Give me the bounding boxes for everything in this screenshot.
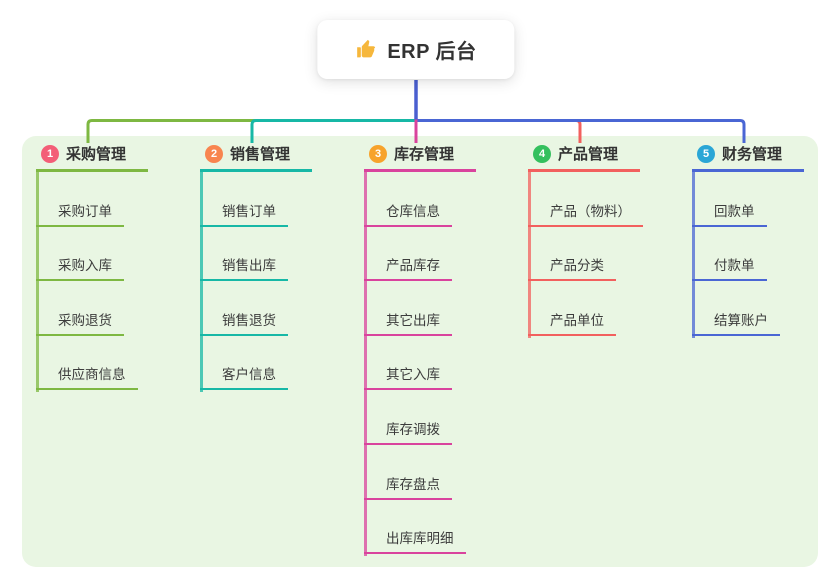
child-node[interactable]: 回款单: [692, 172, 767, 227]
branch-label: 销售管理: [230, 146, 291, 163]
branch-trunk-line: [364, 172, 367, 557]
child-label: 库存盘点: [386, 476, 440, 492]
child-label: 产品库存: [386, 258, 440, 274]
branch-children: 产品（物料） 产品分类 产品单位: [528, 172, 643, 336]
branch-label: 采购管理: [66, 146, 127, 163]
child-label: 采购订单: [58, 203, 112, 219]
child-node[interactable]: 库存盘点: [364, 445, 452, 500]
branch-trunk-line: [36, 172, 39, 393]
child-node[interactable]: 销售订单: [200, 172, 288, 227]
child-label: 客户信息: [222, 367, 276, 383]
branch-label: 库存管理: [394, 146, 455, 163]
branch-label: 产品管理: [558, 146, 619, 163]
branch-header[interactable]: 4 产品管理: [528, 144, 641, 172]
branch-children: 采购订单 采购入库 采购退货 供应商信息: [36, 172, 138, 391]
branch-badge: 5: [697, 144, 715, 163]
child-label: 采购入库: [58, 258, 112, 274]
branch-header[interactable]: 5 财务管理: [692, 144, 805, 172]
child-node[interactable]: 供应商信息: [36, 336, 138, 391]
child-label: 销售出库: [222, 258, 276, 274]
child-label: 产品单位: [550, 312, 604, 328]
child-node[interactable]: 其它入库: [364, 336, 452, 391]
child-node[interactable]: 采购订单: [36, 172, 124, 227]
branch-children: 销售订单 销售出库 销售退货 客户信息: [200, 172, 288, 391]
child-label: 回款单: [714, 203, 755, 219]
child-label: 产品（物料）: [550, 203, 631, 219]
branches-panel: [22, 136, 818, 567]
branch-column-3: 3 库存管理 仓库信息 产品库存 其它出库 其它入库 库存调拨 库存盘点 出库库…: [364, 144, 477, 557]
child-label: 库存调拨: [386, 421, 440, 437]
child-node[interactable]: 库存调拨: [364, 390, 452, 445]
branch-children: 仓库信息 产品库存 其它出库 其它入库 库存调拨 库存盘点 出库库明细: [364, 172, 466, 555]
child-label: 供应商信息: [58, 367, 126, 383]
child-node[interactable]: 仓库信息: [364, 172, 452, 227]
child-node[interactable]: 结算账户: [692, 281, 780, 336]
child-label: 销售退货: [222, 312, 276, 328]
child-node[interactable]: 销售退货: [200, 281, 288, 336]
child-node[interactable]: 其它出库: [364, 281, 452, 336]
branch-trunk-line: [200, 172, 203, 393]
branch-badge: 2: [205, 144, 223, 163]
branch-column-4: 4 产品管理 产品（物料） 产品分类 产品单位: [528, 144, 643, 338]
branch-header[interactable]: 1 采购管理: [36, 144, 149, 172]
child-node[interactable]: 销售出库: [200, 227, 288, 282]
child-label: 结算账户: [714, 312, 768, 328]
child-node[interactable]: 采购退货: [36, 281, 124, 336]
child-node[interactable]: 出库库明细: [364, 500, 466, 555]
branch-header[interactable]: 2 销售管理: [200, 144, 313, 172]
root-title: ERP 后台: [387, 41, 477, 63]
child-node[interactable]: 客户信息: [200, 336, 288, 391]
child-label: 付款单: [714, 258, 755, 274]
child-label: 仓库信息: [386, 203, 440, 219]
child-node[interactable]: 采购入库: [36, 227, 124, 282]
child-node[interactable]: 付款单: [692, 227, 767, 282]
thumbs-up-icon: [355, 39, 377, 61]
branch-column-5: 5 财务管理 回款单 付款单 结算账户: [692, 144, 805, 338]
branch-trunk-line: [692, 172, 695, 338]
branch-badge: 4: [533, 144, 551, 163]
child-label: 其它出库: [386, 312, 440, 328]
child-label: 产品分类: [550, 258, 604, 274]
branch-header[interactable]: 3 库存管理: [364, 144, 477, 172]
child-label: 其它入库: [386, 367, 440, 383]
child-label: 采购退货: [58, 312, 112, 328]
child-node[interactable]: 产品库存: [364, 227, 452, 282]
child-label: 销售订单: [222, 203, 276, 219]
branch-badge: 3: [369, 144, 387, 163]
branch-label: 财务管理: [722, 146, 783, 163]
branch-column-1: 1 采购管理 采购订单 采购入库 采购退货 供应商信息: [36, 144, 149, 393]
branch-trunk-line: [528, 172, 531, 338]
root-node[interactable]: ERP 后台: [317, 20, 515, 79]
child-label: 出库库明细: [386, 531, 454, 547]
branch-children: 回款单 付款单 结算账户: [692, 172, 780, 336]
branch-column-2: 2 销售管理 销售订单 销售出库 销售退货 客户信息: [200, 144, 313, 393]
child-node[interactable]: 产品单位: [528, 281, 616, 336]
child-node[interactable]: 产品分类: [528, 227, 616, 282]
branch-badge: 1: [41, 144, 59, 163]
child-node[interactable]: 产品（物料）: [528, 172, 643, 227]
